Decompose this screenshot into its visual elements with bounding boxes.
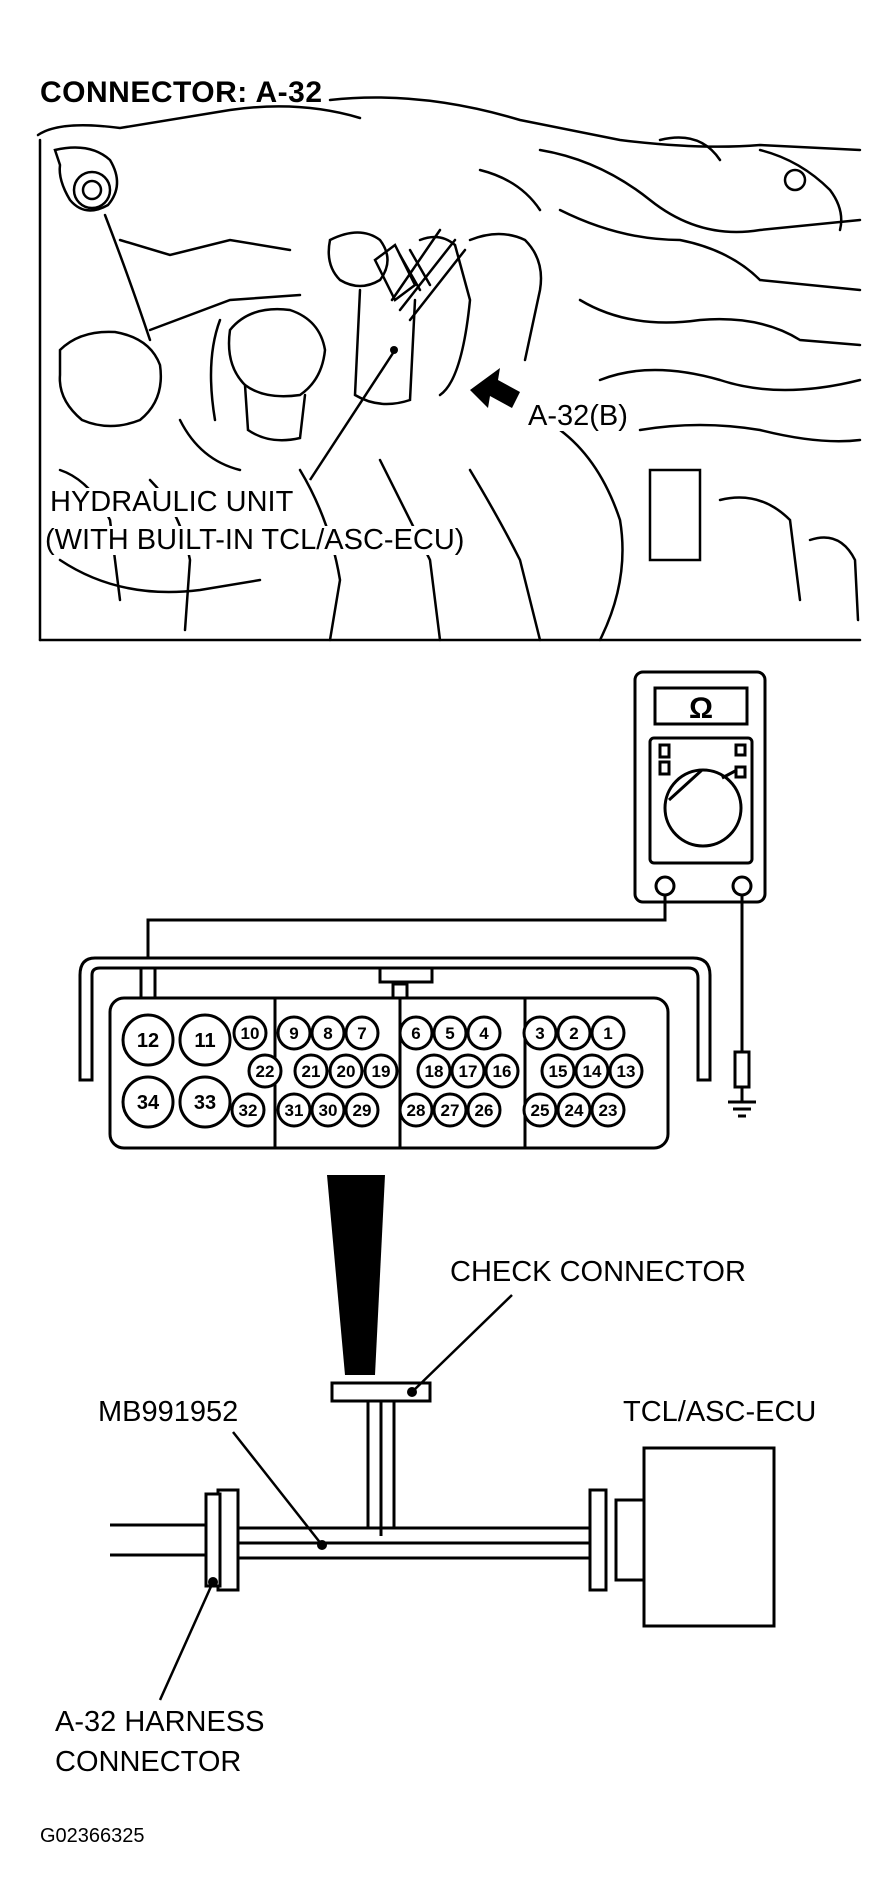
connector-pin: 34 [121,1075,175,1129]
connector-pin-label: 10 [241,1024,260,1043]
connector-pin: 18 [416,1053,452,1089]
connector-pin-label: 7 [357,1024,366,1043]
connector-pin-label: 8 [323,1024,332,1043]
connector-pin-label: 28 [407,1101,426,1120]
connector-pin-label: 12 [137,1030,159,1052]
connector-pin: 27 [432,1092,468,1128]
connector-pin-label: 23 [599,1101,618,1120]
tcl-asc-ecu-box [642,1446,776,1628]
ohm-symbol: Ω [689,692,713,725]
connector-pin-label: 17 [459,1062,478,1081]
connector-pin-label: 21 [302,1062,321,1081]
connector-pin: 2 [556,1015,592,1051]
connector-pin: 28 [398,1092,434,1128]
connector-pin: 22 [247,1053,283,1089]
hydraulic-unit-label-line2: (WITH BUILT-IN TCL/ASC-ECU) [45,524,465,556]
harness-connector-label-line2: CONNECTOR [55,1746,242,1778]
connector-pin: 25 [522,1092,558,1128]
connector-pin-label: 14 [583,1062,602,1081]
connector-pin-label: 1 [603,1024,612,1043]
connector-pin: 1 [590,1015,626,1051]
connector-pin: 6 [398,1015,434,1051]
pointer-wedge [327,1175,385,1375]
connector-pin-label: 6 [411,1024,420,1043]
connector-pin: 10 [232,1015,268,1051]
connector-pin-label: 24 [565,1101,584,1120]
connector-pin: 3 [522,1015,558,1051]
connector-pin: 23 [590,1092,626,1128]
connector-pin-label: 26 [475,1101,494,1120]
negative-probe-tip [733,1050,751,1089]
connector-pin: 8 [310,1015,346,1051]
connector-pin: 31 [276,1092,312,1128]
check-connector-label: CHECK CONNECTOR [450,1256,746,1288]
figure-id: G02366325 [40,1825,145,1847]
connector-pin-label: 29 [353,1101,372,1120]
connector-pin-label: 25 [531,1101,550,1120]
connector-pin-label: 30 [319,1101,338,1120]
connector-pin: 5 [432,1015,468,1051]
connector-pin-label: 11 [194,1030,215,1052]
connector-pin-label: 19 [372,1062,391,1081]
connector-pin: 11 [178,1013,232,1067]
connector-pin: 14 [574,1053,610,1089]
connector-pin-label: 22 [256,1062,275,1081]
connector-callout-label: A-32(B) [528,400,628,432]
connector-pin-label: 5 [445,1024,454,1043]
tool-number-label: MB991952 [98,1396,239,1428]
connector-pin: 24 [556,1092,592,1128]
connector-pin: 17 [450,1053,486,1089]
connector-pin: 13 [608,1053,644,1089]
connector-pin: 9 [276,1015,312,1051]
ecu-label: TCL/ASC-ECU [623,1396,817,1428]
connector-pin-label: 3 [535,1024,544,1043]
connector-pin-label: 33 [194,1092,216,1114]
connector-pin: 12 [121,1013,175,1067]
connector-pin-label: 9 [289,1024,298,1043]
connector-pin: 7 [344,1015,380,1051]
connector-pin-label: 13 [617,1062,636,1081]
connector-pin-label: 2 [569,1024,578,1043]
connector-pin-label: 4 [479,1024,489,1043]
connector-pin: 32 [230,1092,266,1128]
harness-connector-label-line1: A-32 HARNESS [55,1706,265,1738]
connector-pin-label: 32 [239,1101,258,1120]
page-title: CONNECTOR: A-32 [40,76,323,109]
hydraulic-unit-label-line1: HYDRAULIC UNIT [50,486,294,518]
connector-pin: 16 [484,1053,520,1089]
connector-pin: 33 [178,1075,232,1129]
connector-pin-label: 16 [493,1062,512,1081]
connector-pin: 26 [466,1092,502,1128]
connector-pin: 4 [466,1015,502,1051]
connector-pin-label: 34 [137,1092,160,1114]
connector-pin-label: 27 [441,1101,460,1120]
connector-pin: 21 [293,1053,329,1089]
connector-pin-label: 31 [285,1101,304,1120]
connector-pin: 30 [310,1092,346,1128]
connector-pin-label: 15 [549,1062,568,1081]
connector-pin-label: 18 [425,1062,444,1081]
positive-probe-lead [146,895,667,958]
connector-pin: 29 [344,1092,380,1128]
connector-pin: 19 [363,1053,399,1089]
ohmmeter [633,670,767,904]
connector-pin-label: 20 [337,1062,356,1081]
connector-pin: 20 [328,1053,364,1089]
connector-pin: 15 [540,1053,576,1089]
